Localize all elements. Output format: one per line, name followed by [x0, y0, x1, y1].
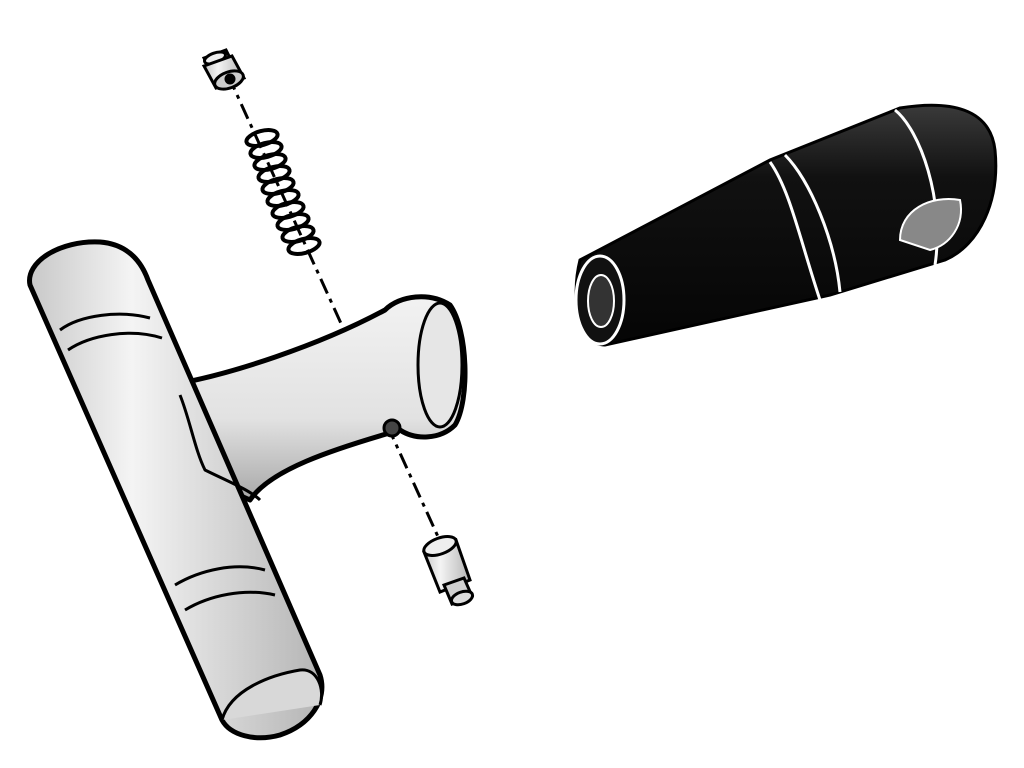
spring-icon	[244, 128, 322, 256]
lower-pin-icon	[422, 534, 475, 607]
black-handle-icon	[574, 103, 998, 347]
t-fitting-icon	[27, 239, 468, 741]
upper-pin-icon	[201, 48, 247, 91]
